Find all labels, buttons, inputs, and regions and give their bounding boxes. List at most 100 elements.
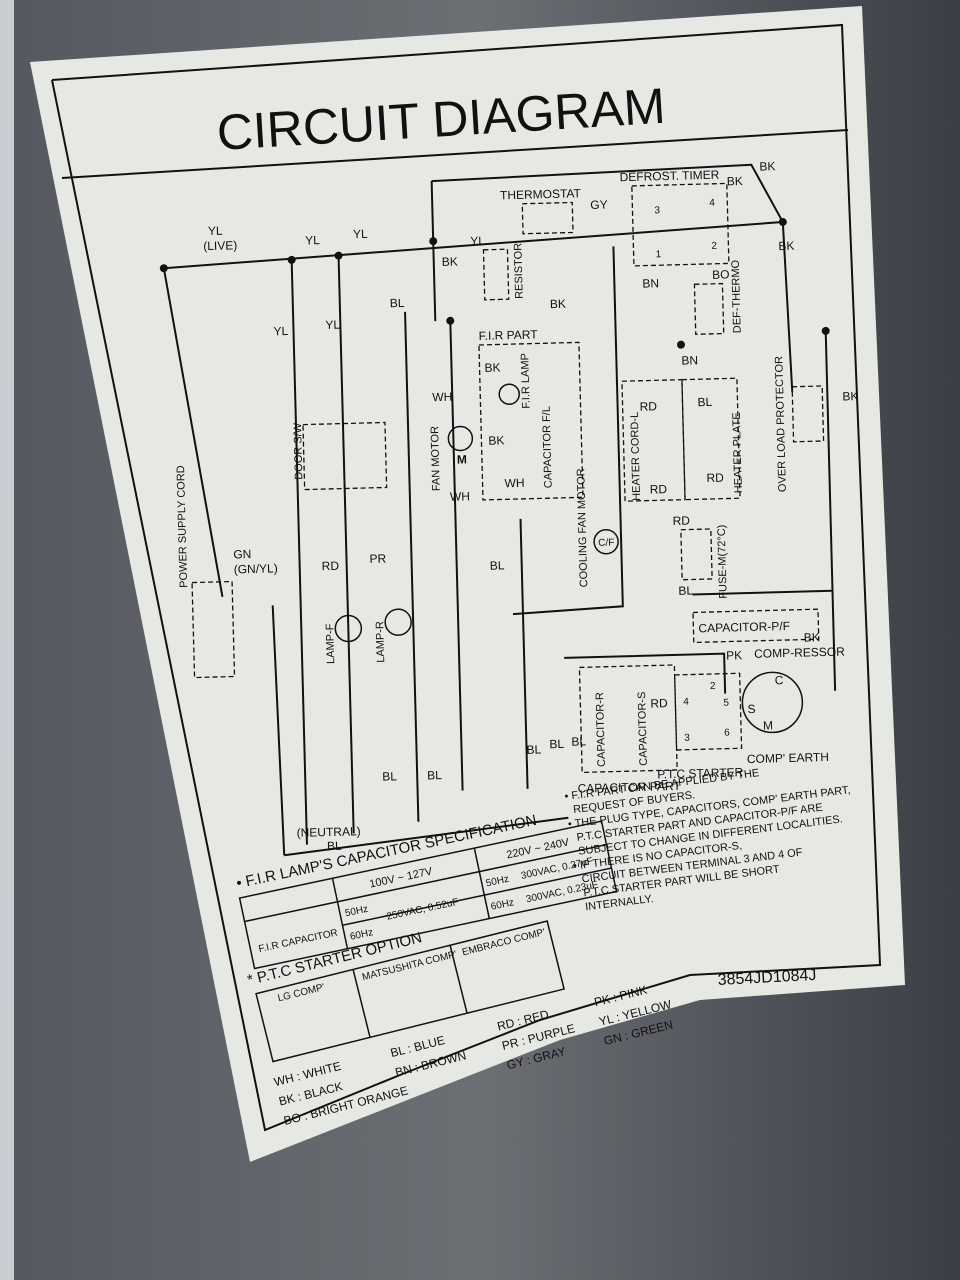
label-diagram-labels-yl1: YL	[305, 233, 320, 247]
capacitor-part-box	[578, 664, 678, 774]
label-diagram-labels-gy: GY	[590, 198, 608, 212]
label-diagram-labels-thermostat: THERMOSTAT	[500, 186, 582, 202]
lamp-r-icon	[384, 608, 412, 636]
label-diagram-labels-rd3: RD	[706, 471, 724, 485]
label-diagram-labels-fuse-m: FUSE-M(72°C)	[716, 524, 730, 598]
label-diagram-labels-bk-top2: BK	[759, 159, 775, 173]
wire-bl-2	[449, 320, 464, 791]
wire-bl	[404, 311, 420, 822]
label-diagram-labels-bl7: BL	[571, 734, 586, 748]
label-diagram-labels-lamp-r: LAMP-R	[374, 621, 387, 663]
label-diagram-labels-bk-top1: BK	[727, 174, 743, 188]
label-diagram-labels-bl8: BL	[678, 583, 693, 597]
label-diagram-labels-comp-earth: COMP' EARTH	[747, 750, 829, 766]
label-diagram-labels-bn2: BN	[681, 353, 698, 367]
label-diagram-labels-over-load-protector: OVER LOAD PROTECTOR	[773, 356, 789, 492]
resistor-box	[482, 248, 510, 301]
label-diagram-labels-gn-yl: (GN/YL)	[234, 561, 278, 576]
label-diagram-labels-yl5: YL	[470, 234, 485, 248]
label-diagram-labels-t4: 4	[709, 198, 715, 209]
label-diagram-labels-fan-motor: FAN MOTOR	[429, 426, 443, 492]
wire-cord-live	[162, 268, 224, 597]
fridge-edge	[0, 0, 14, 1280]
heater-plate-box	[681, 377, 741, 501]
label-diagram-labels-bn1: BN	[642, 276, 659, 290]
label-diagram-labels-bk-cap: BK	[488, 433, 504, 447]
label-diagram-labels-p3: 3	[684, 733, 690, 744]
label-diagram-labels-rd4: RD	[672, 514, 690, 528]
label-diagram-labels-compressor: COMP-RESSOR	[754, 644, 845, 660]
label-diagram-labels-def-thermo: DEF-THERMO	[730, 259, 744, 333]
title-divider	[61, 129, 849, 179]
lamp-f-icon	[334, 614, 363, 643]
fir-part-box	[478, 341, 584, 501]
label-diagram-labels-rd2: RD	[650, 482, 668, 496]
label-diagram-labels-fir-part: F.I.R PART	[479, 327, 539, 343]
ptc-starter-box	[673, 672, 743, 751]
wire-yl-1	[290, 259, 308, 845]
frame-border	[51, 23, 882, 1132]
label-fir-spec-hz50: 50Hz	[344, 904, 369, 920]
label-diagram-labels-p2: 2	[710, 681, 716, 692]
def-thermo-box	[693, 282, 725, 335]
label-diagram-labels-comp-m: M	[763, 718, 773, 732]
label-fir-spec-hz50b: 50Hz	[485, 874, 510, 890]
label-diagram-labels-t1: 1	[655, 249, 661, 260]
label-diagram-labels-bk-right3: BK	[804, 630, 820, 644]
label-fir-spec-hz60b: 60Hz	[490, 897, 515, 913]
wire-bl-3	[519, 518, 529, 789]
label-diagram-labels-bk-right1: BK	[778, 239, 794, 253]
label-diagram-labels-cf: C/F	[598, 538, 614, 549]
label-diagram-labels-pr: PR	[369, 551, 386, 565]
label-diagram-labels-yl3: YL	[273, 324, 288, 338]
label-diagram-labels-p4: 4	[683, 697, 689, 708]
label-diagram-labels-bl-neutral: BL	[327, 839, 342, 853]
label-diagram-labels-neutral: (NEUTRAL)	[296, 824, 360, 840]
fan-motor-icon	[447, 425, 474, 452]
label-diagram-labels-bl5: BL	[526, 742, 541, 756]
label-diagram-labels-bl9: BL	[697, 395, 712, 409]
label-diagram-labels-yl2: YL	[353, 227, 368, 241]
wire-pf	[692, 589, 833, 596]
label-diagram-labels-capacitor-s: CAPACITOR-S	[636, 691, 650, 765]
circuit	[159, 163, 837, 857]
label-diagram-labels-rd5: RD	[321, 559, 339, 573]
label-diagram-labels-bk-right2: BK	[842, 389, 858, 403]
wire-neutral	[284, 816, 569, 857]
label-diagram-labels-resistor: RESISTOR	[512, 243, 525, 299]
capacitor-pf-box	[692, 608, 820, 644]
wire-bk-top	[431, 163, 784, 223]
thermostat-box	[521, 201, 574, 235]
label-diagram-labels-wh3: WH	[504, 476, 524, 491]
circuit-labels: YL (LIVE) YL YL YL YL YL THERMOSTAT GY D…	[175, 159, 859, 853]
label-diagram-labels-heater-cord-l: HEATER CORD-L	[629, 412, 643, 501]
overload-box	[791, 385, 825, 443]
label-diagram-labels-bl6: BL	[549, 737, 564, 751]
label-diagram-labels-pk1: PK	[726, 648, 742, 662]
label-diagram-labels-bl3: BL	[382, 769, 397, 783]
label-diagram-labels-defrost-timer: DEFROST. TIMER	[619, 168, 719, 185]
label-diagram-labels-yl4: YL	[325, 318, 340, 332]
label-diagram-labels-bk-fir: BK	[484, 360, 500, 374]
label-diagram-labels-power-supply-cord: POWER SUPPLY CORD	[175, 465, 190, 588]
label-diagram-labels-comp-s: S	[747, 702, 755, 716]
label-diagram-labels-bo: BO	[712, 267, 730, 281]
cooling-fan-icon	[593, 528, 619, 555]
label-diagram-labels-cooling-fan-motor: COOLING FAN MOTOR	[575, 468, 590, 587]
label-diagram-labels-comp-c: C	[775, 673, 784, 687]
wire-cf	[512, 246, 624, 616]
label-diagram-labels-yl-live: YL	[208, 224, 223, 238]
label-diagram-labels-bk-mid: BK	[550, 297, 566, 311]
part-number: 3854JD1084J	[717, 967, 817, 989]
label-diagram-labels-motor-m: M	[457, 452, 467, 466]
wire-neutral-left	[271, 605, 286, 856]
label-diagram-labels-gn: GN	[233, 547, 251, 561]
fir-lamp-icon	[498, 383, 520, 405]
label-diagram-labels-bl1: BL	[390, 296, 405, 310]
label-diagram-labels-wh1: WH	[432, 390, 452, 405]
compressor-icon	[741, 671, 804, 734]
door-switch-box	[302, 421, 388, 491]
plug-box	[191, 580, 236, 679]
wire-yl-2	[337, 255, 355, 834]
